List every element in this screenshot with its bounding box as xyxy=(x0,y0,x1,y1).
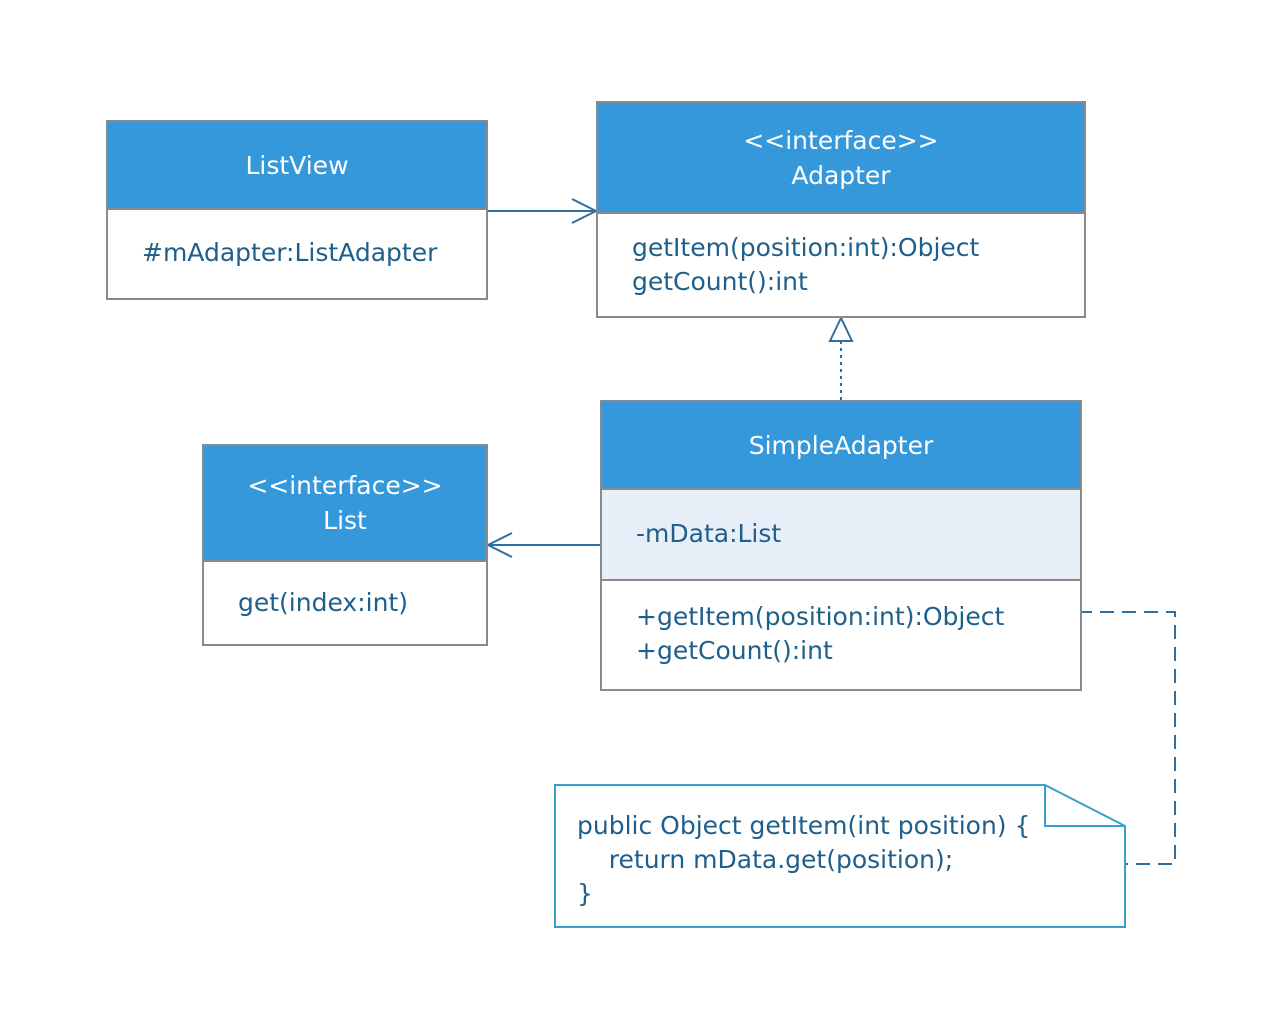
method: getItem(position:int):Object xyxy=(632,233,980,262)
methods-section: getItem(position:int):Object getCount():… xyxy=(598,214,1084,299)
stereotype: <<interface>> xyxy=(743,125,939,155)
attributes-section: #mAdapter:ListAdapter xyxy=(108,210,486,270)
method: +getItem(position:int):Object xyxy=(636,602,1005,631)
method: get(index:int) xyxy=(238,588,408,617)
class-simpleadapter: SimpleAdapter -mData:List +getItem(posit… xyxy=(600,400,1082,691)
code-note: public Object getItem(int position) { re… xyxy=(555,785,1126,927)
class-list: <<interface>> List get(index:int) xyxy=(202,444,488,646)
attributes-section: -mData:List xyxy=(602,490,1080,581)
methods-section: +getItem(position:int):Object +getCount(… xyxy=(602,581,1080,668)
method: getCount():int xyxy=(632,267,808,296)
class-header: ListView xyxy=(108,122,486,210)
attribute: -mData:List xyxy=(636,519,782,548)
class-name: ListView xyxy=(245,150,349,180)
class-name: SimpleAdapter xyxy=(748,430,934,460)
methods-section: get(index:int) xyxy=(204,562,486,620)
method: +getCount():int xyxy=(636,636,833,665)
note-shape xyxy=(554,784,1126,928)
attribute: #mAdapter:ListAdapter xyxy=(142,238,438,267)
class-adapter: <<interface>> Adapter getItem(position:i… xyxy=(596,101,1086,318)
note-line: return mData.get(position); xyxy=(577,845,954,874)
realization-triangle xyxy=(828,315,854,342)
note-line: } xyxy=(577,879,593,908)
note-line: public Object getItem(int position) { xyxy=(577,811,1031,840)
class-listview: ListView #mAdapter:ListAdapter xyxy=(106,120,488,300)
class-header: SimpleAdapter xyxy=(602,402,1080,490)
association-arrowhead xyxy=(485,532,513,558)
class-header: <<interface>> Adapter xyxy=(598,103,1084,214)
note-anchor-line xyxy=(1012,611,1176,865)
note-text: public Object getItem(int position) { re… xyxy=(577,809,1030,911)
class-name: Adapter xyxy=(791,160,891,190)
class-header: <<interface>> List xyxy=(204,446,486,562)
stereotype: <<interface>> xyxy=(247,471,443,500)
class-name: List xyxy=(323,506,367,535)
note-fold xyxy=(1044,785,1125,827)
